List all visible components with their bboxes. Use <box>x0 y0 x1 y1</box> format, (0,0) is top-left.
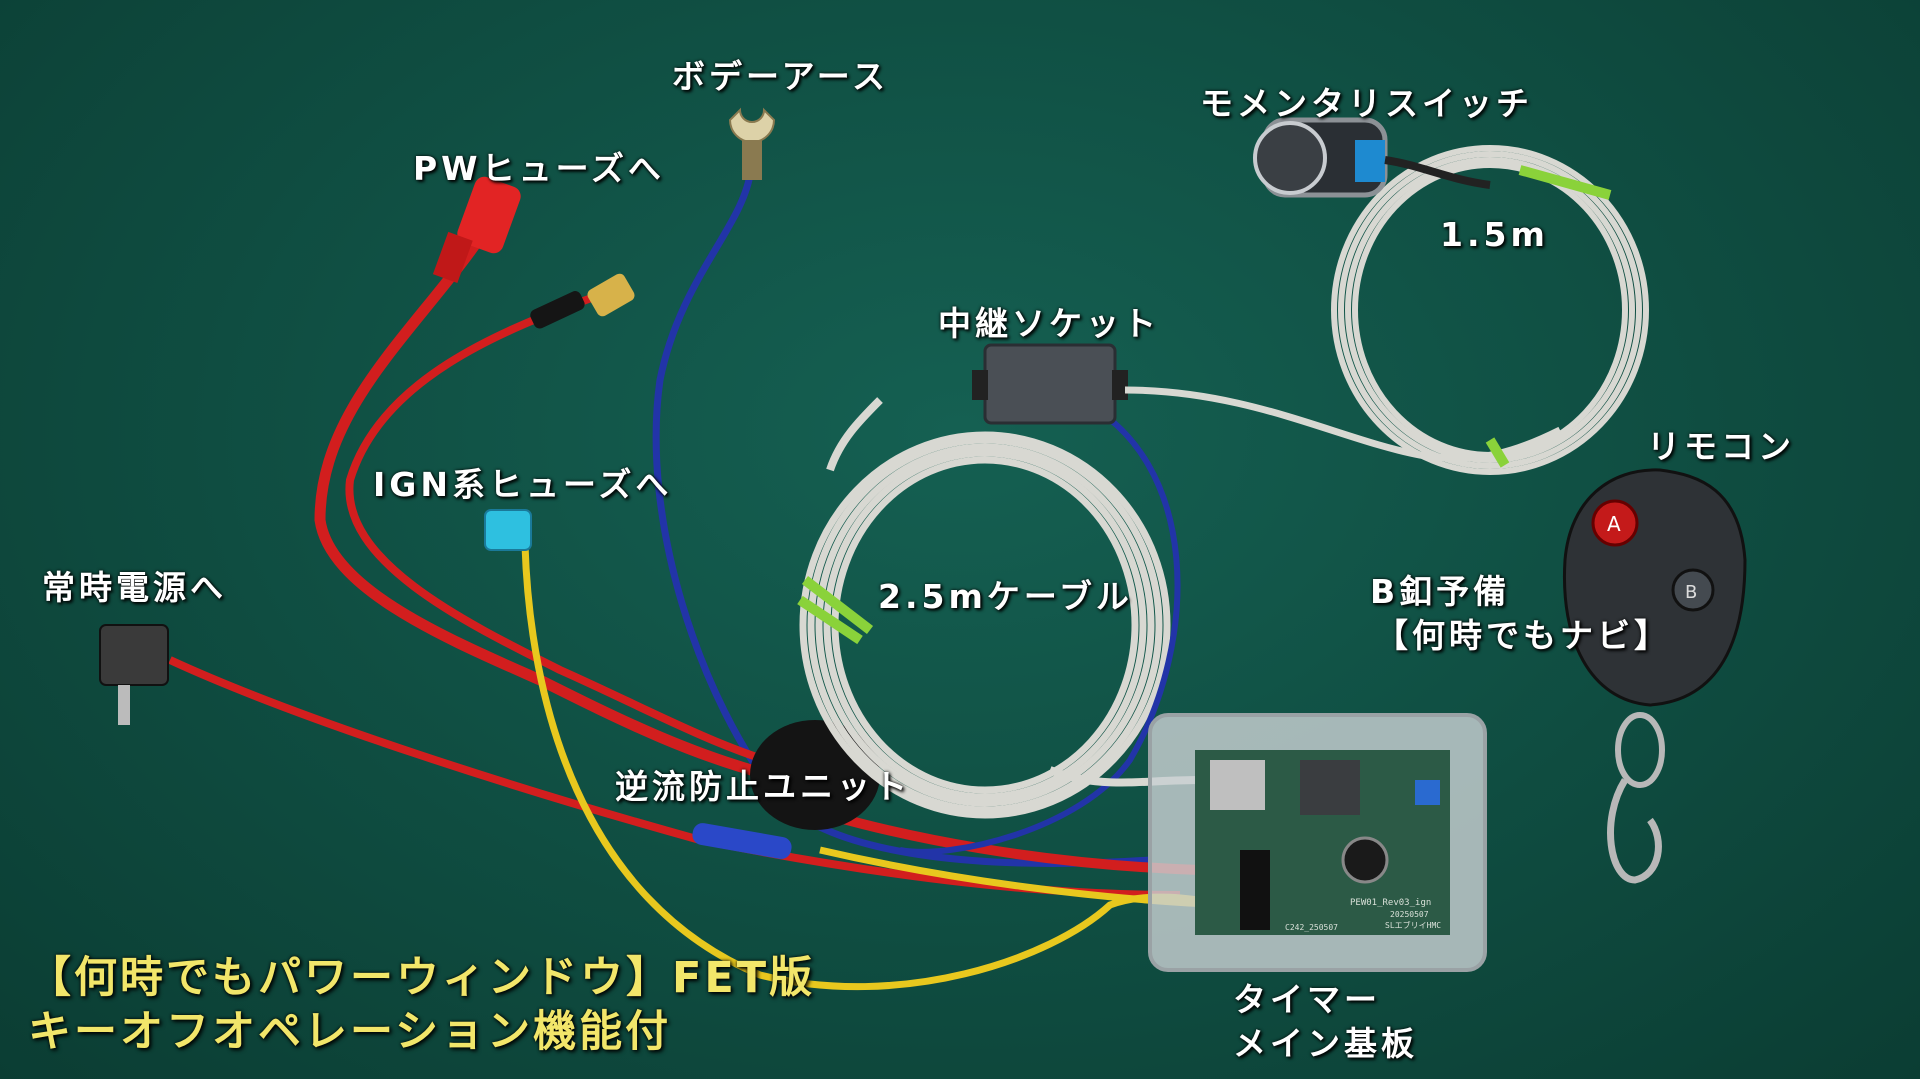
label-short-length: 1.5m <box>1440 215 1549 254</box>
blue-earth-wire <box>652 174 1151 867</box>
remote-body <box>1562 468 1747 707</box>
remote-button-b-label: B <box>1685 582 1697 603</box>
gold-terminal-heatshrink <box>530 291 585 329</box>
green-tie-right <box>1485 165 1612 468</box>
pcb-silk-2: 20250507 <box>1390 910 1429 919</box>
green-tie-left <box>797 576 874 645</box>
pw-fuse-terminal-neck <box>432 231 473 284</box>
gold-terminal <box>587 273 635 317</box>
switch-blue-ring <box>1355 140 1385 182</box>
short-cable-coil <box>1331 145 1649 475</box>
earth-terminal-sleeve <box>742 140 762 180</box>
constant-fuse-tap <box>99 624 169 686</box>
keyring-clasp <box>1607 778 1662 884</box>
pcb-screw-terminal <box>1240 850 1270 930</box>
label-long-cable: 2.5mケーブル <box>878 577 1133 616</box>
caption-line2: キーオフオペレーション機能付 <box>28 1007 672 1057</box>
label-backflow-unit: 逆流防止ユニット <box>615 767 911 806</box>
relay-blue-wire <box>899 397 1181 855</box>
relay-socket-end-left <box>972 370 988 400</box>
relay-socket-end-right <box>1112 370 1128 400</box>
label-timer-1: タイマー <box>1233 980 1381 1019</box>
ign-fuse-tap <box>484 509 532 551</box>
pcb-component-trimmer <box>1415 780 1440 805</box>
remote-button-b <box>1671 568 1715 612</box>
label-body-earth: ボデーアース <box>672 57 890 96</box>
label-b-button-2: 【何時でもナビ】 <box>1375 616 1671 655</box>
label-relay-socket: 中継ソケット <box>938 304 1160 343</box>
remote-button-a-label: A <box>1607 512 1621 536</box>
cable-relay-to-switch <box>1124 386 1562 462</box>
caption-line1: 【何時でもパワーウィンドウ】FET版 <box>28 953 816 1003</box>
cable-to-relay <box>826 397 883 472</box>
switch-lead <box>1384 156 1491 189</box>
pcb-silk-1: PEW01_Rev03_ign <box>1350 898 1431 908</box>
pw-fuse-wire <box>314 212 792 786</box>
blue-butt-connector <box>692 823 792 859</box>
label-remote: リモコン <box>1647 427 1795 466</box>
earth-ring-terminal <box>728 107 776 143</box>
label-momentary-switch: モメンタリスイッチ <box>1200 84 1533 123</box>
pcb-silk-4: C242_250507 <box>1285 923 1338 932</box>
pw-fuse-terminal <box>457 176 521 254</box>
pcb-component-relay <box>1300 760 1360 815</box>
switch-head <box>1253 121 1327 195</box>
long-cable-coil <box>799 431 1171 819</box>
pcb-capacitor <box>1341 836 1389 884</box>
label-constant-power: 常時電源へ <box>42 568 227 607</box>
label-b-button-1: B釦予備 <box>1370 572 1511 611</box>
pcb-rj-connector <box>1210 760 1265 810</box>
pcb-silk-3: SLエブリイHMC <box>1385 920 1441 930</box>
label-pw-fuse: PWヒューズへ <box>413 149 665 188</box>
label-ign-fuse: IGN系ヒューズへ <box>373 465 673 504</box>
remote-button-a <box>1591 499 1639 547</box>
relay-socket-body <box>983 343 1117 425</box>
acc-wire <box>345 291 801 774</box>
constant-fuse-blade <box>118 685 130 725</box>
label-timer-2: メイン基板 <box>1233 1024 1418 1063</box>
keyring <box>1615 712 1665 788</box>
